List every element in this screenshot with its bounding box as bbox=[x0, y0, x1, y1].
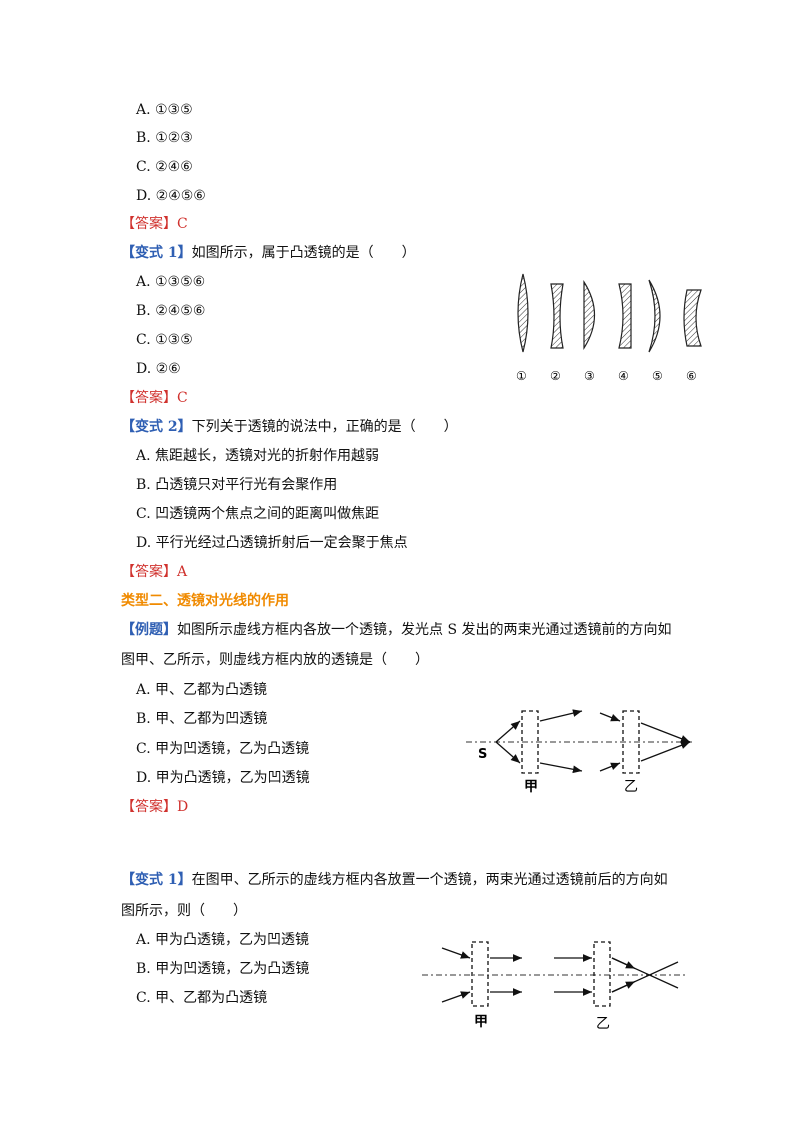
ray-in-upper bbox=[495, 720, 521, 743]
lens-label-3: ③ bbox=[584, 369, 595, 383]
question-line: 【变式 1】在图甲、乙所示的虚线方框内各放置一个透镜，两束光通过透镜前后的方向如 bbox=[121, 870, 668, 890]
answer-value: A bbox=[177, 564, 188, 580]
ray-yi-in-upper bbox=[599, 712, 621, 722]
ray-yi-out-upper bbox=[640, 722, 691, 743]
ray-out-lower bbox=[539, 762, 583, 774]
option-b: B. 凸透镜只对平行光有会聚作用 bbox=[136, 477, 338, 493]
option-d: D. ②⑥ bbox=[136, 361, 181, 377]
question-text: 下列关于透镜的说法中，正确的是（ ） bbox=[191, 419, 458, 435]
lens-label-4: ④ bbox=[618, 369, 629, 383]
example-lens-figure: S 甲 乙 bbox=[466, 709, 692, 795]
question-line: 【变式 2】下列关于透镜的说法中，正确的是（ ） bbox=[121, 417, 458, 437]
question-text: 如图所示虚线方框内各放一个透镜，发光点 S 发出的两束光通过透镜前的方向如 bbox=[177, 622, 672, 638]
option-c: C. ①③⑤ bbox=[136, 332, 193, 348]
option-c: C. 甲为凹透镜，乙为凸透镜 bbox=[136, 741, 310, 757]
answer-value: C bbox=[177, 216, 188, 232]
lens-5-meniscus-convex bbox=[648, 279, 661, 353]
ray-in-upper bbox=[441, 947, 471, 959]
ray-in-lower bbox=[495, 741, 521, 764]
option-c: C. ②④⑥ bbox=[136, 159, 193, 175]
ray-yi-in-lower bbox=[599, 762, 621, 772]
option-a: A. 甲为凸透镜，乙为凹透镜 bbox=[136, 932, 310, 948]
lens-label-1: ① bbox=[516, 369, 527, 383]
option-c: C. 凹透镜两个焦点之间的距离叫做焦距 bbox=[136, 506, 380, 522]
answer-line: 【答案】C bbox=[121, 388, 188, 408]
question-line-2: 图甲、乙所示，则虚线方框内放的透镜是（ ） bbox=[121, 652, 429, 668]
option-c: C. 甲、乙都为凸透镜 bbox=[136, 990, 268, 1006]
dashed-box-jia bbox=[471, 941, 489, 1007]
lens-label-2: ② bbox=[550, 369, 561, 383]
answer-line: 【答案】C bbox=[121, 214, 188, 234]
question-line: 【变式 1】如图所示，属于凸透镜的是（ ） bbox=[121, 243, 416, 263]
variant3-lens-figure: 甲 乙 bbox=[422, 941, 688, 1032]
label-yi: 乙 bbox=[624, 779, 638, 795]
ray-yi-out-upper-arrow bbox=[611, 957, 636, 970]
lens-1-biconvex bbox=[517, 273, 529, 353]
option-d: D. ②④⑤⑥ bbox=[136, 188, 206, 204]
answer-tag: 【答案】 bbox=[121, 390, 177, 406]
option-b: B. 甲为凹透镜，乙为凸透镜 bbox=[136, 961, 310, 977]
lens-3-planoconvex bbox=[583, 279, 595, 351]
ray-yi-out-lower-arrow bbox=[611, 980, 636, 993]
answer-line: 【答案】A bbox=[121, 562, 187, 582]
dashed-box-yi bbox=[593, 941, 611, 1007]
variant-tag: 【变式 2】 bbox=[121, 419, 192, 435]
option-d: D. 甲为凸透镜，乙为凹透镜 bbox=[136, 770, 310, 786]
label-yi: 乙 bbox=[596, 1016, 610, 1032]
ray-in-lower bbox=[441, 991, 471, 1003]
answer-value: D bbox=[177, 799, 189, 815]
option-d: D. 平行光经过凸透镜折射后一定会聚于焦点 bbox=[136, 535, 408, 551]
question-text: 在图甲、乙所示的虚线方框内各放置一个透镜，两束光通过透镜前后的方向如 bbox=[191, 872, 668, 888]
lens-label-5: ⑤ bbox=[652, 369, 663, 383]
question-line-2: 图所示，则（ ） bbox=[121, 903, 247, 919]
lens-label-6: ⑥ bbox=[686, 369, 697, 383]
label-jia: 甲 bbox=[524, 779, 538, 795]
option-b: B. ②④⑤⑥ bbox=[136, 303, 206, 319]
ray-yi-out-lower bbox=[640, 741, 691, 762]
lens-4-planoconcave bbox=[618, 283, 632, 349]
section-heading: 类型二、透镜对光线的作用 bbox=[121, 593, 289, 609]
option-a: A. ①③⑤ bbox=[136, 102, 193, 118]
example-tag: 【例题】 bbox=[121, 622, 177, 638]
answer-tag: 【答案】 bbox=[121, 216, 177, 232]
option-a: A. 甲、乙都为凸透镜 bbox=[136, 682, 268, 698]
variant-tag: 【变式 1】 bbox=[121, 245, 192, 261]
source-label: S bbox=[478, 747, 487, 762]
label-jia: 甲 bbox=[474, 1014, 488, 1030]
dashed-box-jia bbox=[521, 710, 539, 774]
lens-shapes-figure: ① ② ③ ④ ⑤ ⑥ bbox=[516, 273, 702, 383]
lens-6-meniscus-concave bbox=[683, 289, 702, 347]
ray-out-upper bbox=[539, 709, 583, 722]
option-a: A. ①③⑤⑥ bbox=[136, 274, 206, 290]
option-b: B. ①②③ bbox=[136, 130, 193, 146]
answer-tag: 【答案】 bbox=[121, 799, 177, 815]
option-b: B. 甲、乙都为凹透镜 bbox=[136, 711, 268, 727]
dashed-box-yi bbox=[622, 710, 640, 774]
lens-2-biconcave bbox=[550, 283, 564, 349]
question-text: 如图所示，属于凸透镜的是（ ） bbox=[191, 245, 416, 261]
answer-line: 【答案】D bbox=[121, 797, 188, 817]
answer-tag: 【答案】 bbox=[121, 564, 177, 580]
question-line: 【例题】如图所示虚线方框内各放一个透镜，发光点 S 发出的两束光通过透镜前的方向… bbox=[121, 620, 672, 640]
option-a: A. 焦距越长，透镜对光的折射作用越弱 bbox=[136, 448, 380, 464]
answer-value: C bbox=[177, 390, 188, 406]
variant-tag: 【变式 1】 bbox=[121, 872, 192, 888]
